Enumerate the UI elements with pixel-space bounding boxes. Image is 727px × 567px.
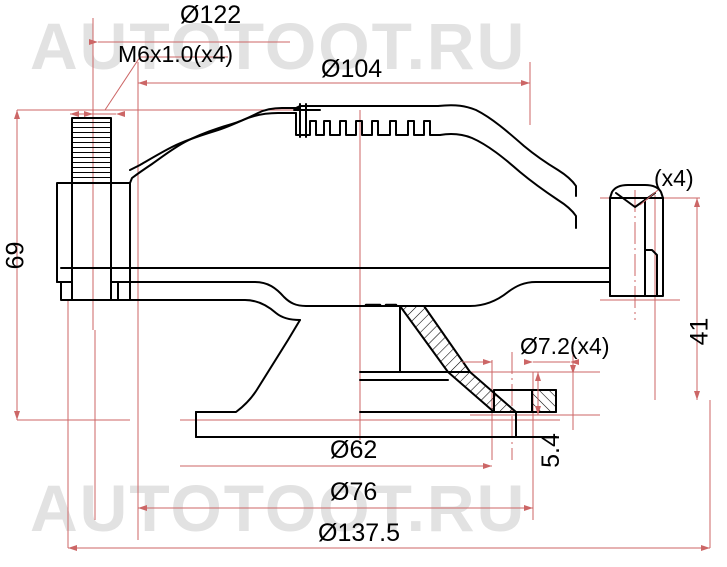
dim-label-height-54: 5.4 — [536, 433, 565, 468]
dim-label-height-69: 69 — [1, 241, 30, 270]
dim-label-d76: Ø76 — [330, 478, 378, 506]
mount-flange-plate — [60, 267, 611, 321]
dim-label-d122: Ø122 — [180, 1, 242, 29]
dim-label-thread-m6: M6x1.0(x4) — [118, 41, 234, 67]
dim-label-d1375: Ø137.5 — [318, 519, 401, 547]
upper-body-profile-left — [129, 107, 301, 184]
part-outline — [56, 103, 664, 438]
dim-label-d62: Ø62 — [330, 436, 378, 464]
watermark-top: AUTOTOOT.RU — [30, 9, 527, 83]
conical-hub-stem — [195, 319, 361, 438]
dim-label-height-41: 41 — [685, 317, 714, 346]
finned-ring-section — [293, 103, 441, 138]
dim-label-d72: Ø7.2(x4) — [520, 333, 610, 359]
upper-body-profile-right — [437, 104, 577, 229]
dimension-lines — [14, 39, 710, 551]
witness-lines — [17, 109, 700, 421]
dim-label-d104: Ø104 — [321, 55, 383, 83]
left-threaded-stud — [71, 117, 112, 301]
dim-label-qty-x4: (x4) — [654, 165, 694, 191]
